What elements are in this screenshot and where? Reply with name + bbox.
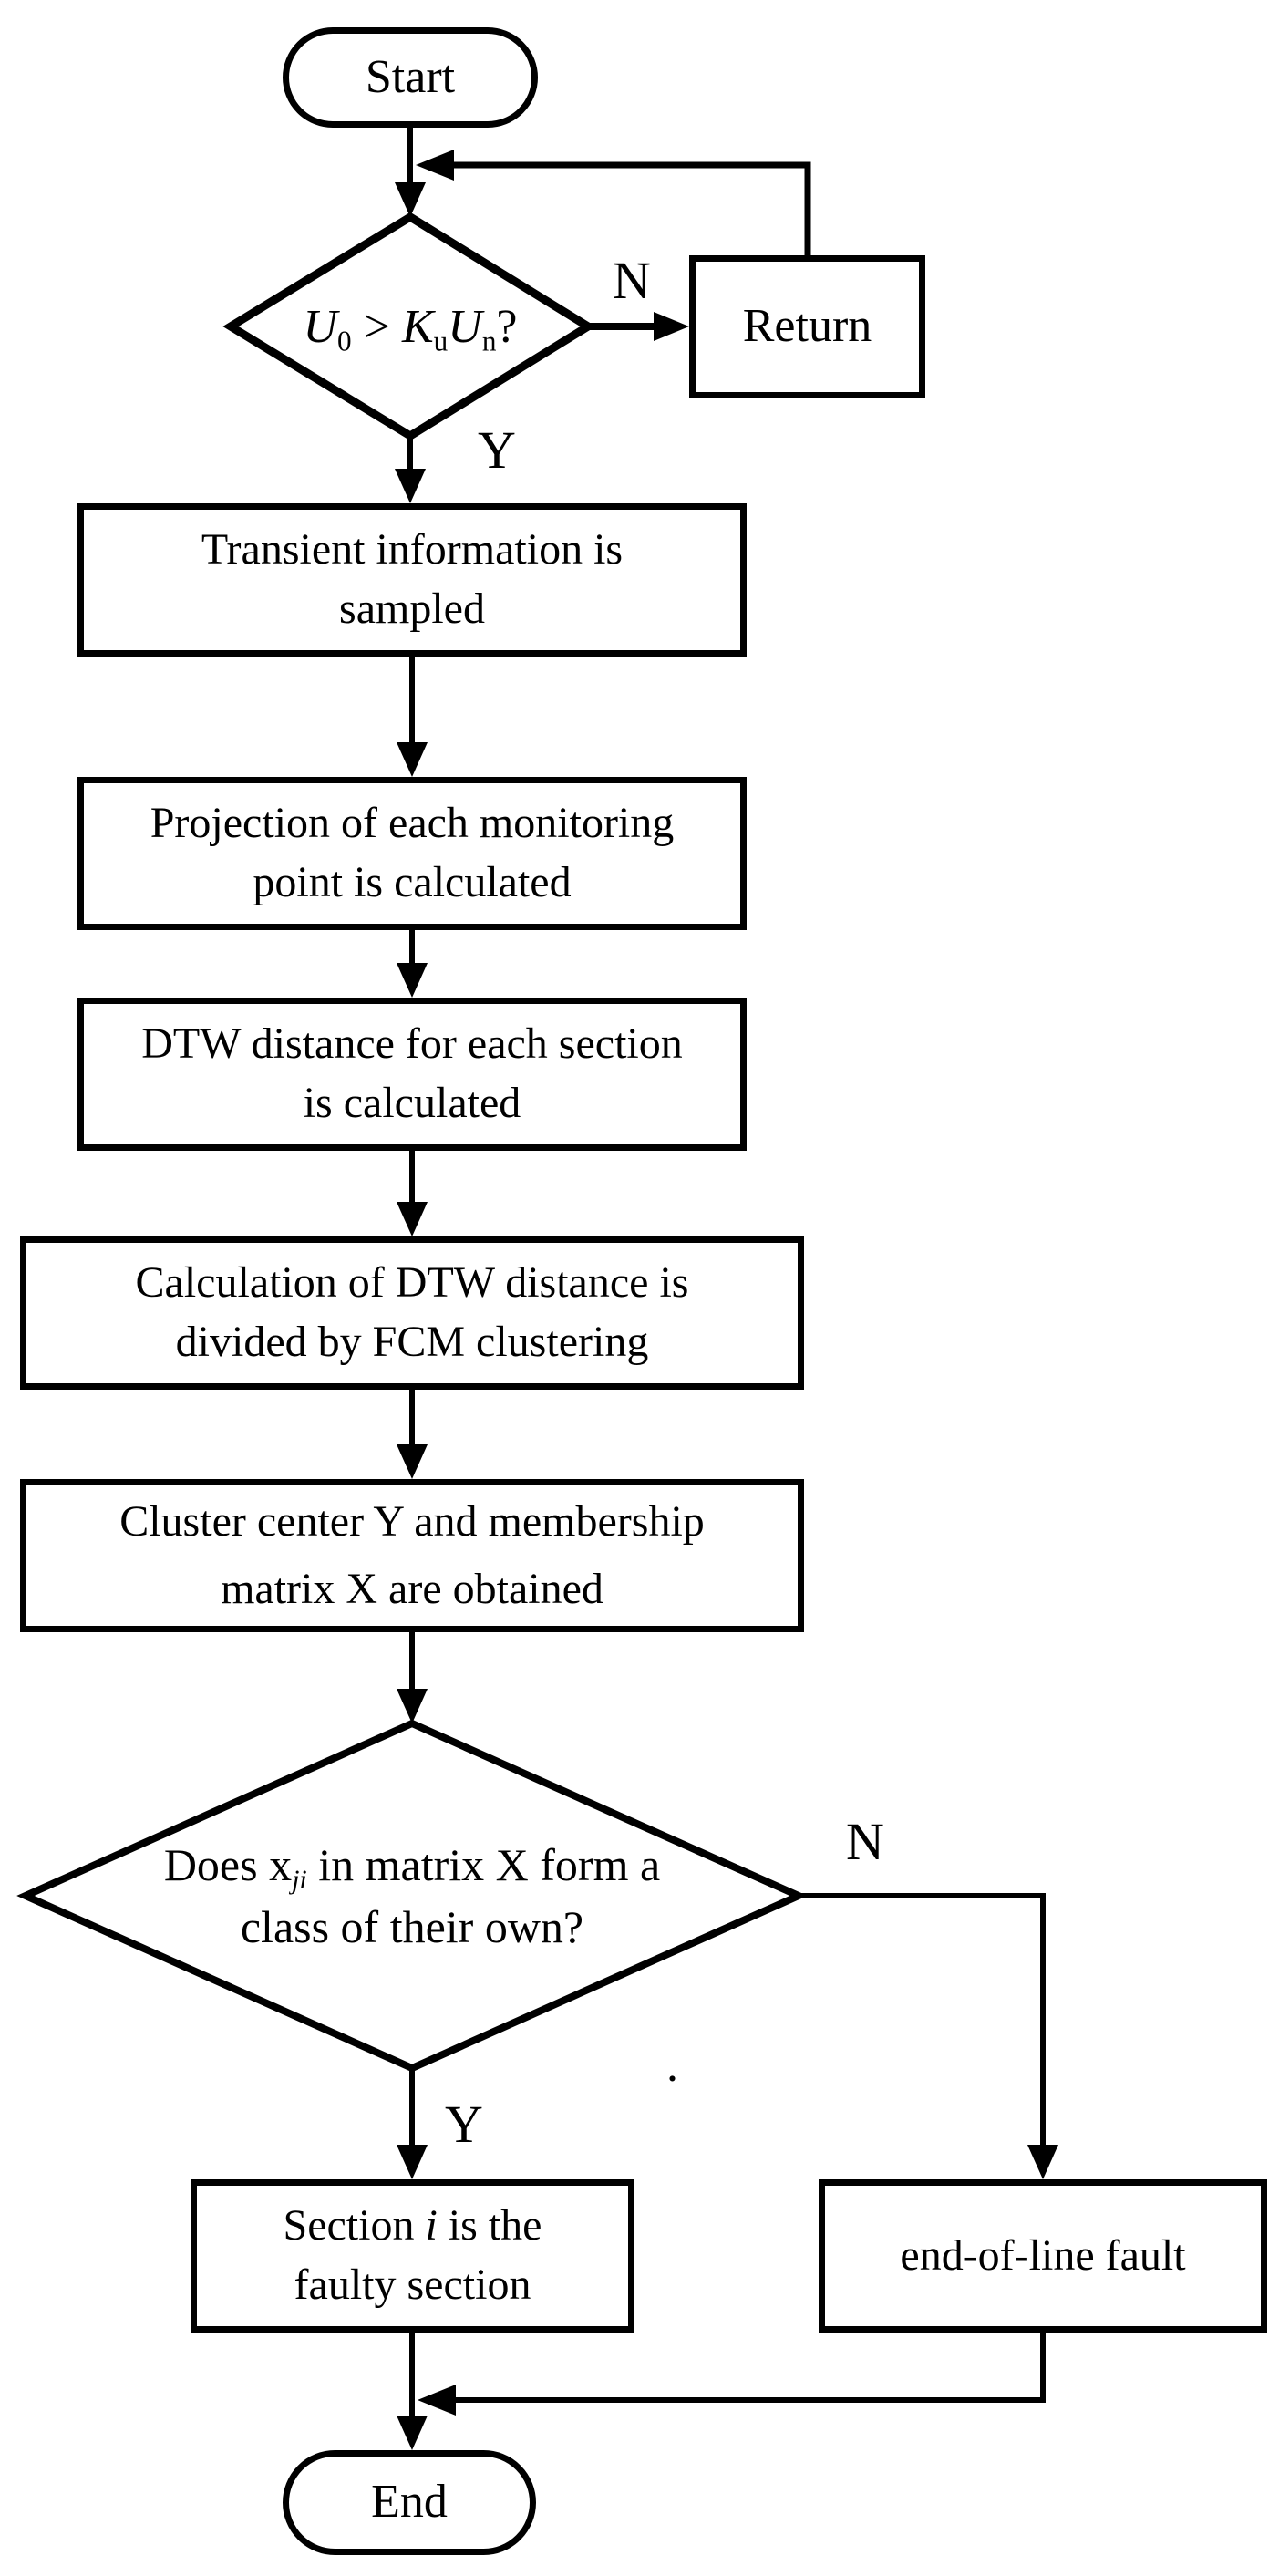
process-box-dtw-distance: DTW distance for each section is calcula… [77, 998, 747, 1151]
box1-line2: sampled [339, 585, 485, 633]
decision1-k: K [401, 300, 434, 353]
decision2-line1: Does xji in matrix X form a [164, 1834, 660, 1896]
decision1-sub1: 0 [337, 324, 352, 357]
box2-line2: point is calculated [253, 858, 572, 906]
box4-line2: divided by FCM clustering [175, 1318, 649, 1366]
arrowhead-into-end [397, 2416, 428, 2450]
end-label: End [371, 2476, 448, 2529]
decision1-question-mark: ? [496, 300, 518, 353]
process-box-projection-calculated: Projection of each monitoring point is c… [77, 777, 747, 930]
arrowhead-into-decision2 [397, 1689, 428, 1723]
decision2-yes-label: Y [445, 2095, 483, 2154]
section-line1-b: is the [437, 2201, 542, 2250]
arrowhead-into-box5 [397, 1444, 428, 1479]
result-box-faulty-section: Section i is the faulty section [191, 2179, 634, 2333]
return-label: Return [742, 300, 872, 353]
result-box-end-of-line-fault: end-of-line fault [819, 2179, 1267, 2333]
arrowhead-into-box4 [397, 1202, 428, 1236]
decision1-no-label: N [613, 251, 651, 310]
decision1-u1: U [303, 300, 338, 353]
process-box-transient-sampled: Transient information is sampled [77, 503, 747, 657]
decision1-yes-label: Y [478, 420, 516, 480]
arrowhead-into-section [397, 2145, 428, 2179]
box1-line1: Transient information is [201, 525, 624, 574]
section-line1: Section i is the [284, 2197, 542, 2256]
process-box-fcm-clustering: Calculation of DTW distance is divided b… [20, 1236, 804, 1390]
arrowhead-into-return [654, 312, 689, 341]
arrowhead-merge-left [418, 2385, 456, 2416]
start-label: Start [365, 50, 456, 103]
connector-return-feedback [453, 161, 811, 255]
box5-line2: matrix X are obtained [221, 1565, 603, 1613]
endfault-label: end-of-line fault [900, 2230, 1186, 2280]
box3-line2: is calculated [303, 1079, 521, 1127]
start-node: Start [283, 27, 538, 128]
decision1-sub2: u [433, 324, 449, 357]
box2-line1: Projection of each monitoring [150, 799, 675, 848]
connector-decision2-no [799, 1893, 1046, 2147]
decision2-line2: class of their own? [240, 1901, 584, 1952]
decision2-no-label: N [846, 1812, 884, 1871]
return-node: Return [689, 255, 925, 398]
decision1-diamond-shape [222, 212, 596, 441]
section-line1-a: Section [283, 2201, 426, 2250]
arrowhead-into-decision1 [395, 182, 426, 217]
box5-line1: Cluster center Y and membership [119, 1496, 705, 1546]
arrowhead-into-box1 [395, 469, 426, 503]
decision1-operator: > [351, 300, 402, 353]
decision1-sub3: n [481, 324, 497, 357]
decision2-text: Does xji in matrix X form a class of the… [93, 1828, 731, 1963]
section-line2: faulty section [294, 2260, 531, 2309]
decision2-diamond-shape [16, 1719, 808, 2073]
decision2-line1-b: in matrix X form a [306, 1839, 661, 1890]
box3-line1: DTW distance for each section [141, 1019, 683, 1069]
arrowhead-into-endfault [1027, 2145, 1058, 2179]
box4-line1: Calculation of DTW distance is [135, 1258, 689, 1308]
decision1-formula: U0 > KuUn? [303, 300, 518, 357]
section-line1-i: i [425, 2201, 438, 2250]
decision2-subscript-ji: ji [292, 1865, 307, 1895]
stray-dot: . [666, 2040, 678, 2092]
decision1-text: U0 > KuUn? [230, 281, 591, 372]
process-box-cluster-center: Cluster center Y and membership matrix X… [20, 1479, 804, 1632]
end-node: End [283, 2450, 536, 2555]
decision1-u2: U [448, 300, 482, 353]
decision2-line1-a: Does x [163, 1839, 293, 1890]
arrowhead-feedback-left [416, 150, 454, 181]
arrowhead-into-box2 [397, 742, 428, 777]
arrowhead-into-box3 [397, 963, 428, 998]
connector-endfault-to-merge [456, 2333, 1046, 2403]
